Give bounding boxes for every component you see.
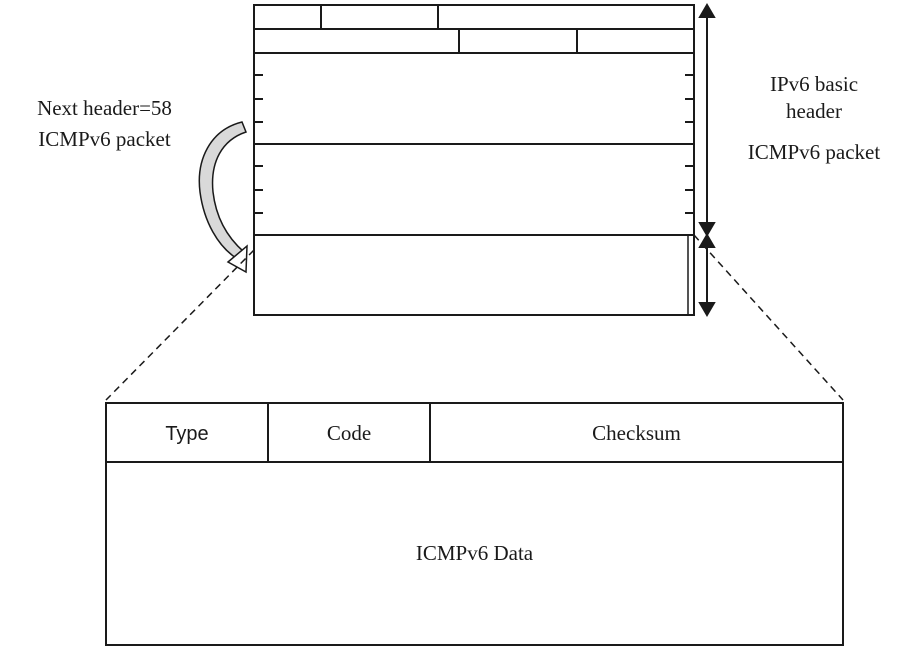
ipv6-header-label-line2: header	[786, 99, 842, 123]
icmpv6-block	[105, 402, 844, 646]
type-field-label: Type	[165, 423, 209, 445]
ipv6-basic-header-label: IPv6 basic	[769, 72, 859, 96]
ipv6-packet-outline	[253, 4, 695, 316]
icmpv6-data-label: ICMPv6 Data	[415, 541, 534, 565]
checksum-field-label: Checksum	[592, 421, 681, 445]
zoom-line-left	[105, 249, 255, 401]
icmpv6-outline	[105, 402, 844, 646]
icmpv6-packet-label-left: ICMPv6 packet	[38, 127, 171, 151]
zoom-line-right	[693, 234, 844, 401]
next-header-label: Next header=58	[37, 96, 172, 120]
icmpv6-packet-label-right: ICMPv6 packet	[747, 140, 881, 164]
ipv6-packet-block	[253, 4, 695, 316]
code-field-label: Code	[326, 421, 372, 445]
header-span-arrow-top	[698, 3, 716, 18]
header-span-arrow-bottom	[698, 222, 716, 237]
dimension-arrows	[698, 3, 716, 317]
payload-span-arrow-bottom	[698, 302, 716, 317]
zoom-guide-lines	[105, 234, 844, 401]
address-tick-marks	[254, 74, 694, 214]
payload-span-arrow-top	[698, 233, 716, 248]
